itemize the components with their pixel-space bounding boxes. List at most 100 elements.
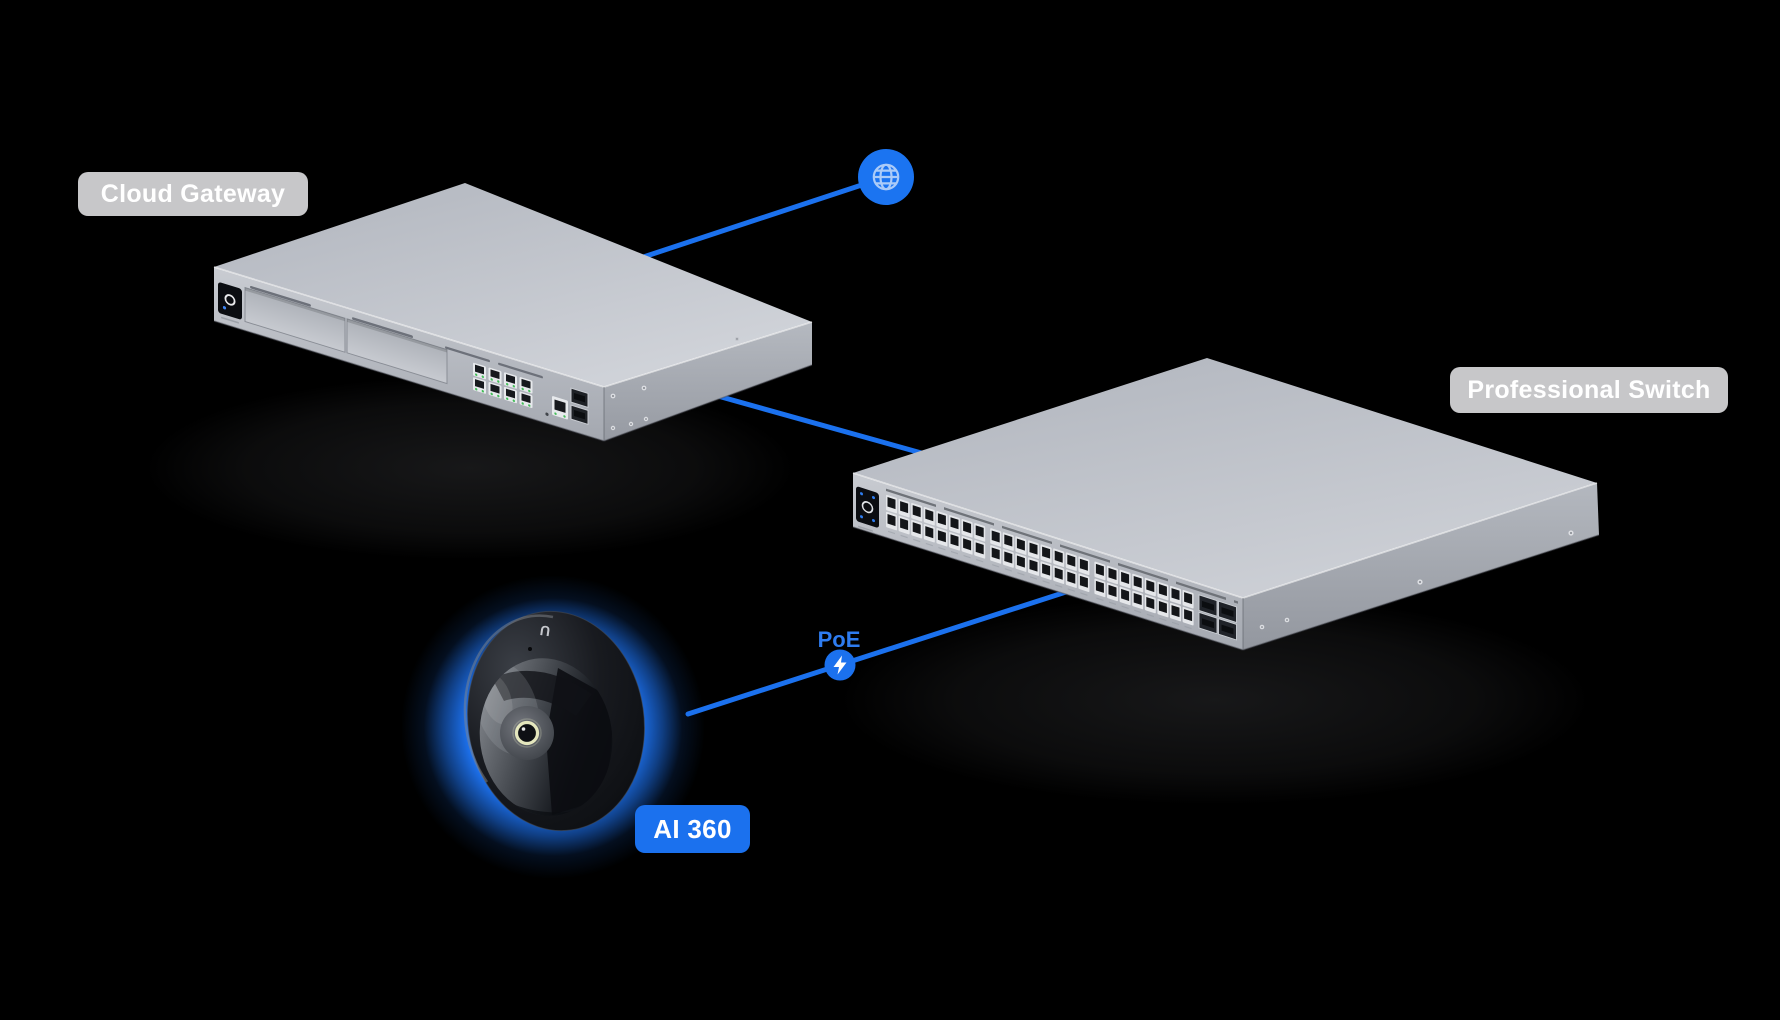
switch-sfp-plus-ports (1198, 594, 1237, 641)
ethernet-port (886, 494, 897, 514)
ethernet-port (936, 527, 948, 551)
ethernet-port (911, 502, 923, 522)
internet-globe-icon (858, 149, 914, 205)
ethernet-port (473, 362, 486, 380)
ethernet-port (1132, 573, 1144, 593)
gateway-status-display (218, 282, 242, 324)
gateway-screws (610, 337, 739, 431)
ethernet-port (1078, 573, 1090, 596)
ethernet-port (1144, 594, 1156, 618)
connection-lines (607, 174, 1103, 717)
ethernet-port (1107, 582, 1118, 605)
switch-right-face (1243, 483, 1599, 650)
ethernet-port (1065, 569, 1077, 592)
ethernet-port (974, 523, 986, 542)
ubiquiti-logo-icon: U (539, 622, 551, 639)
glass-reflection-dark (492, 670, 592, 716)
professional-switch-device (852, 358, 1600, 651)
switch-status-display (856, 486, 879, 532)
gateway-lan-ports (473, 362, 533, 408)
ethernet-port (1040, 544, 1052, 563)
connection-internet-gateway (607, 174, 889, 271)
ethernet-port (949, 532, 960, 555)
ethernet-port (1170, 602, 1181, 626)
switch-screws (1259, 530, 1574, 630)
ethernet-port (898, 515, 910, 539)
ethernet-port (990, 545, 1002, 568)
vent-slit (498, 362, 543, 379)
gateway-drive-bay (244, 285, 346, 353)
sfp-plus-port (1198, 611, 1218, 635)
ethernet-port (923, 523, 935, 547)
ethernet-port (936, 510, 948, 530)
sfp-port (570, 404, 589, 425)
switch-ethernet-ports (886, 494, 1194, 630)
ethernet-port (1182, 606, 1194, 630)
ethernet-port (1119, 586, 1131, 610)
ethernet-port (886, 511, 897, 535)
ethernet-port (488, 382, 502, 399)
ethernet-port (961, 519, 973, 538)
ai-360-label: AI 360 (635, 805, 750, 853)
ethernet-port (990, 528, 1002, 547)
ethernet-port (1094, 561, 1106, 581)
ethernet-port (1157, 581, 1169, 601)
gateway-wan-port (552, 396, 568, 420)
ethernet-port (488, 367, 502, 384)
vent-slit (445, 346, 490, 363)
switch-top-face (853, 358, 1597, 598)
sfp-plus-port (1218, 600, 1237, 624)
ethernet-port (519, 391, 533, 408)
ethernet-port (1078, 556, 1090, 575)
switch-shadow (840, 595, 1590, 805)
ethernet-port (961, 536, 973, 559)
ethernet-port (1028, 557, 1039, 580)
ethernet-port (1157, 598, 1169, 622)
connection-switch-camera (685, 578, 1103, 717)
ethernet-port (1065, 552, 1077, 571)
ethernet-port (1040, 561, 1052, 584)
ethernet-port (1182, 589, 1194, 609)
ethernet-port (1015, 553, 1027, 576)
ethernet-port (1053, 565, 1065, 588)
poe-label: PoE (817, 627, 861, 652)
ethernet-port (1144, 577, 1156, 597)
poe-badge (824, 649, 856, 681)
ethernet-port (1107, 565, 1118, 585)
ethernet-port (1132, 590, 1144, 614)
ethernet-port (1170, 585, 1181, 605)
professional-switch-label: Professional Switch (1450, 367, 1728, 413)
sfp-port (570, 387, 589, 408)
vent-slit-strip (886, 488, 1238, 604)
ethernet-port (949, 515, 960, 534)
ethernet-port (974, 540, 986, 563)
ethernet-port (1015, 536, 1027, 555)
ethernet-port (1119, 569, 1131, 589)
ethernet-port (473, 377, 486, 394)
gateway-top-face (214, 183, 812, 387)
connection-gateway-switch (697, 388, 953, 464)
ethernet-port (504, 386, 517, 404)
ethernet-port (1002, 549, 1014, 572)
cloud-gateway-device (213, 183, 813, 442)
reset-pinhole (545, 412, 549, 416)
camera-mic-hole (528, 647, 532, 651)
ethernet-port (923, 506, 935, 526)
ai-360-camera: U (401, 575, 705, 879)
ethernet-port (1094, 578, 1106, 601)
ethernet-port (898, 498, 910, 518)
gateway-drive-bay (346, 317, 448, 385)
gateway-right-face (604, 322, 812, 441)
ethernet-port (911, 519, 923, 543)
ethernet-port (504, 372, 517, 389)
gateway-sfp-ports (570, 387, 589, 425)
ethernet-port (1002, 532, 1014, 551)
lightning-bolt-icon (833, 655, 847, 675)
ethernet-port (1053, 548, 1065, 567)
sfp-plus-port (1218, 618, 1237, 641)
sfp-plus-port (1198, 594, 1218, 617)
cloud-gateway-label: Cloud Gateway (78, 172, 308, 216)
camera-lens (514, 720, 540, 746)
